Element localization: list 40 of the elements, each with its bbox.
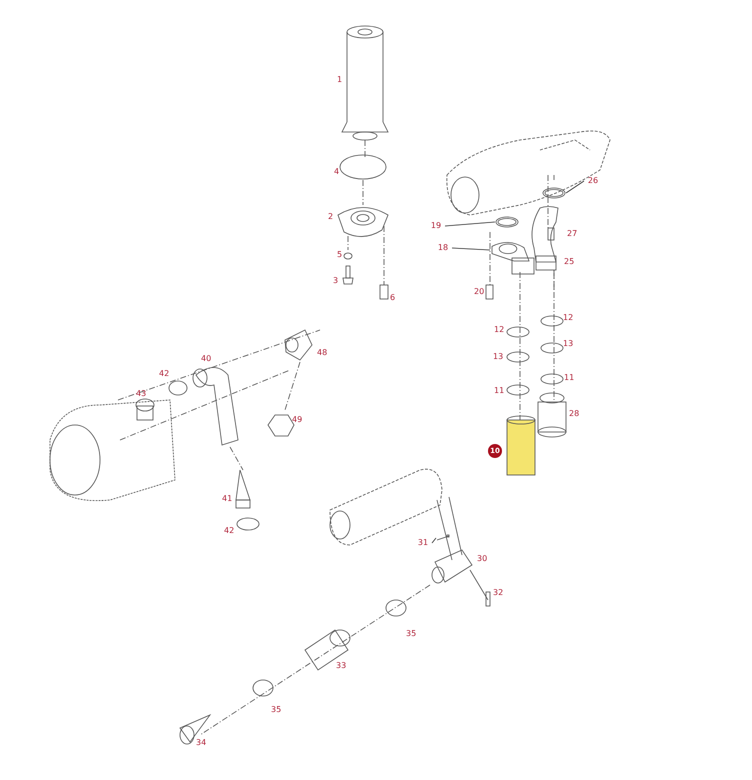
callout-number: 41	[222, 493, 232, 505]
callout-number: 12	[494, 324, 504, 336]
callout-number: 6	[390, 292, 396, 304]
callout-number: 40	[201, 353, 212, 365]
pin-part	[436, 535, 450, 541]
callout-number: 49	[292, 414, 302, 426]
callout-number: 25	[564, 256, 574, 268]
callout-number: 42	[159, 368, 170, 380]
callout-number: 26	[584, 174, 602, 188]
callout-number: 28	[569, 408, 580, 420]
callout-number: 35	[406, 628, 416, 640]
callout-number: 42	[224, 525, 234, 537]
leader-line	[432, 538, 436, 544]
callout-number: 12	[563, 312, 574, 324]
callout-number: 30	[477, 553, 488, 565]
leader-line	[566, 180, 584, 194]
callout-number: 34	[196, 737, 206, 749]
o-ring-part	[542, 187, 566, 199]
callout-number: 3	[333, 275, 338, 287]
leader-line	[452, 248, 490, 250]
callout-number: 43	[136, 388, 146, 400]
callout-number: 48	[317, 347, 328, 359]
callout-number: 4	[334, 166, 340, 178]
callout-number: 27	[567, 228, 578, 240]
callout-number: 1	[337, 74, 342, 86]
callout-number: 18	[434, 241, 452, 255]
callout-number: 13	[563, 338, 574, 350]
callout-number: 5	[337, 249, 342, 261]
callout-number: 20	[474, 286, 484, 298]
callout-number: 11	[494, 385, 504, 397]
callout-number: 2	[328, 211, 334, 223]
o-ring-part	[495, 216, 519, 228]
callout-number: 19	[427, 219, 445, 233]
callout-number: 13	[493, 351, 504, 363]
callout-number: 32	[493, 587, 504, 599]
callout-number: 11	[564, 372, 574, 384]
leader-line	[444, 222, 496, 226]
callout-number: 31	[414, 536, 432, 550]
callout-number: 35	[271, 704, 282, 716]
callout-number: 33	[336, 660, 346, 672]
